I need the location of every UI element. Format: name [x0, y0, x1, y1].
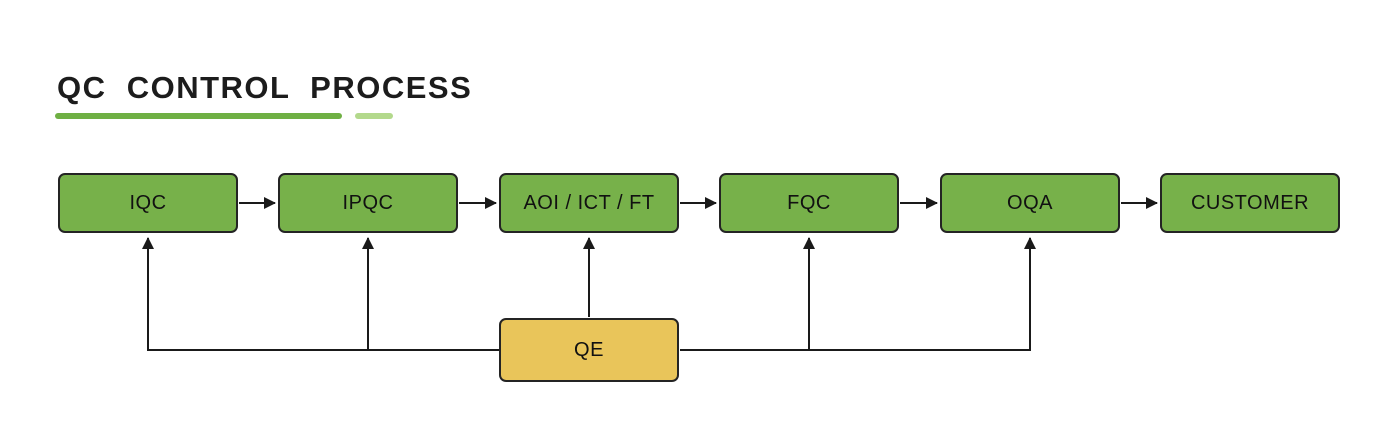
- flow-node-iqc: IQC: [58, 173, 238, 233]
- flow-node-label: AOI / ICT / FT: [523, 191, 655, 214]
- flow-node-qe: QE: [499, 318, 679, 382]
- arrow-qe-to-iqc: [142, 237, 499, 351]
- flow-node-fqc: FQC: [719, 173, 899, 233]
- flow-node-label: IPQC: [342, 191, 394, 214]
- flow-node-customer: CUSTOMER: [1160, 173, 1340, 233]
- flow-node-label: QE: [574, 338, 604, 361]
- title-underline-secondary: [355, 113, 393, 119]
- flow-node-ipqc: IPQC: [278, 173, 458, 233]
- flow-node-label: IQC: [129, 191, 167, 214]
- flow-node-label: OQA: [1007, 191, 1053, 214]
- flow-node-label: CUSTOMER: [1190, 191, 1310, 214]
- page-title: QC CONTROL PROCESS: [57, 70, 473, 105]
- flow-node-oqa: OQA: [940, 173, 1120, 233]
- arrow-qe-to-oqa: [680, 237, 1036, 351]
- title-underline-primary: [55, 113, 342, 119]
- flow-node-aoi-ict-ft: AOI / ICT / FT: [499, 173, 679, 233]
- flow-node-label: FQC: [787, 191, 831, 214]
